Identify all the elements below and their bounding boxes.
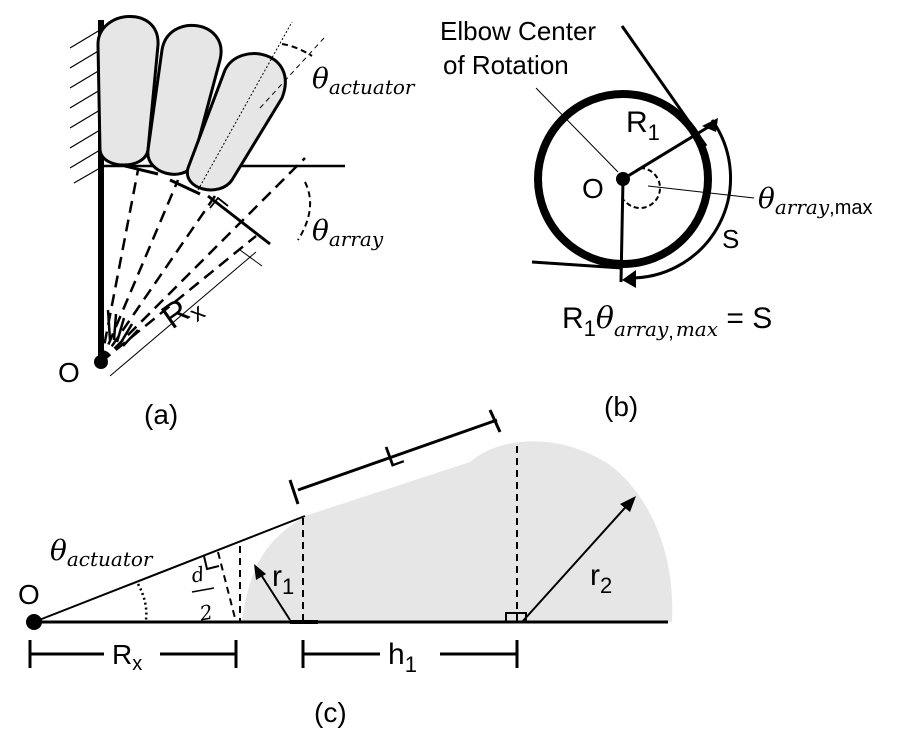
theta-actuator-arc-c	[136, 583, 148, 621]
h1-label-bg	[380, 636, 440, 672]
actuator-lobe-3	[185, 52, 287, 192]
panel-b: Elbow Center of Rotation O R1 S θarray,m…	[440, 16, 872, 422]
title-leader-line	[535, 87, 619, 173]
wall-hatching	[69, 29, 101, 184]
theta-max-leader	[647, 185, 755, 199]
theta-actuator-arc	[281, 43, 313, 57]
h1-label-c: h1	[388, 638, 417, 677]
theta-max-label: θarray,max	[758, 182, 872, 219]
rx-label-bg	[104, 636, 160, 672]
r1-label-c: r1	[272, 560, 294, 599]
rx-label-a: Rx	[155, 284, 210, 341]
origin-point-b	[616, 172, 630, 186]
r1-label-b: R1	[626, 106, 660, 145]
d-fraction-denominator: 2	[197, 600, 215, 626]
panel-a: O θactuator θarray Rx (a)	[58, 15, 416, 430]
tangent-line-upper	[620, 25, 708, 147]
theta-actuator-label-a: θactuator	[312, 62, 416, 99]
l-dimension-tick-left	[288, 479, 300, 505]
array-rays	[99, 157, 306, 363]
title-line-1: Elbow Center	[440, 16, 596, 46]
origin-point-c	[26, 614, 42, 630]
half-diameter-dashed	[217, 551, 237, 623]
rx-dimension-tick	[239, 249, 263, 267]
ray-caps	[124, 164, 271, 246]
theta-max-arc	[623, 167, 661, 209]
actuator-reference-dashed	[259, 37, 325, 109]
tangent-line-lower	[531, 260, 623, 270]
caption-c: (c)	[314, 697, 347, 728]
origin-label-a: O	[58, 357, 80, 388]
r2-label-c: r2	[590, 559, 612, 598]
r2-arrowhead	[620, 496, 636, 512]
small-angle-fan	[106, 309, 139, 347]
panel-c: O θactuator d 2 r1 r2 L Rx h1 (c)	[18, 409, 673, 728]
arc-length-label: S	[722, 224, 739, 254]
theta-array-arc	[297, 181, 312, 241]
caption-a: (a)	[144, 399, 178, 430]
arc-length-equation: R1θarray,max = S	[562, 301, 772, 343]
theta-actuator-label-c: θactuator	[50, 534, 154, 571]
rx-dimension-line	[109, 251, 257, 377]
s-arrowhead-top	[702, 118, 718, 132]
right-angle-marker-c	[203, 555, 220, 571]
l-dimension-tick-right	[488, 409, 502, 433]
actuator-profile-shape	[242, 441, 673, 622]
inclined-line	[33, 515, 306, 623]
r1-arrow-line	[257, 569, 291, 621]
elbow-circle	[534, 90, 712, 268]
d-fraction-bar	[191, 587, 215, 593]
l-label-c: L	[381, 437, 408, 474]
title-line-2: of Rotation	[443, 50, 569, 80]
origin-label-b: O	[582, 173, 604, 204]
caption-b: (b)	[604, 391, 638, 422]
radius-vertical	[619, 178, 625, 283]
radius-r1	[622, 124, 711, 181]
l-dimension-line	[297, 418, 498, 492]
r1-arrowhead	[254, 564, 266, 580]
s-arrowhead-bottom	[622, 270, 636, 288]
actuator-lobe-2	[146, 23, 223, 176]
origin-label-c: O	[18, 579, 40, 610]
d-fraction-numerator: d	[189, 562, 206, 588]
actuator-lobe-1	[96, 15, 160, 167]
right-angle-marker-a	[209, 196, 229, 209]
r2-arrow-line	[521, 499, 633, 623]
origin-point-a	[94, 355, 108, 369]
s-arc-arrow	[631, 119, 733, 280]
rx-label-c: Rx	[112, 639, 142, 675]
actuator-axis-dotted	[197, 21, 293, 191]
theta-array-label-a: θarray	[312, 214, 384, 251]
